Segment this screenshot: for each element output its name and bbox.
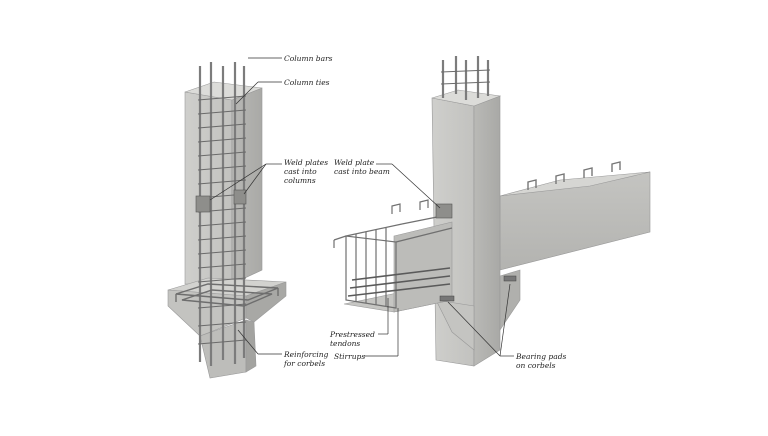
right-column-side: [473, 95, 501, 367]
label-prestressed-tendons: Prestressed tendons: [330, 330, 375, 348]
right-bearing-pad-left: [439, 295, 455, 302]
right-beam-stirrup-tops: [527, 161, 621, 190]
left-column-shaft-front: [184, 91, 233, 285]
label-column-ties: Column ties: [284, 78, 330, 87]
right-bearing-pad-right: [503, 275, 517, 282]
left-column-ties: [197, 95, 247, 345]
left-weld-plate-side: [233, 189, 247, 205]
leader-lines: [209, 57, 514, 357]
right-corbel-left: [435, 299, 475, 351]
right-beam-top: [499, 171, 651, 197]
label-column-bars: Column bars: [284, 54, 333, 63]
right-assembly: [333, 56, 651, 367]
label-bearing-pads: Bearing pads on corbels: [516, 352, 567, 370]
left-column-bars: [198, 62, 246, 366]
right-weld-plate-column: [435, 203, 453, 219]
label-weld-plates-columns: Weld plates cast into columns: [284, 158, 329, 185]
short-beam-stirrups: [333, 199, 453, 309]
right-corbel-right: [499, 269, 521, 331]
left-column: [167, 62, 287, 379]
right-column-bars: [441, 56, 490, 100]
left-corbel-reinforcing: [175, 283, 279, 307]
label-reinforcing-corbels: Reinforcing for corbels: [284, 350, 329, 368]
left-column-shaft-side: [231, 87, 263, 285]
right-column-top-ties: [440, 69, 491, 85]
left-corbel-side: [245, 281, 287, 323]
label-weld-plate-beam: Weld plate cast into beam: [334, 158, 390, 176]
short-beam-tendons: [347, 267, 451, 297]
left-weld-plate-front: [195, 195, 211, 213]
label-stirrups: Stirrups: [334, 352, 366, 361]
